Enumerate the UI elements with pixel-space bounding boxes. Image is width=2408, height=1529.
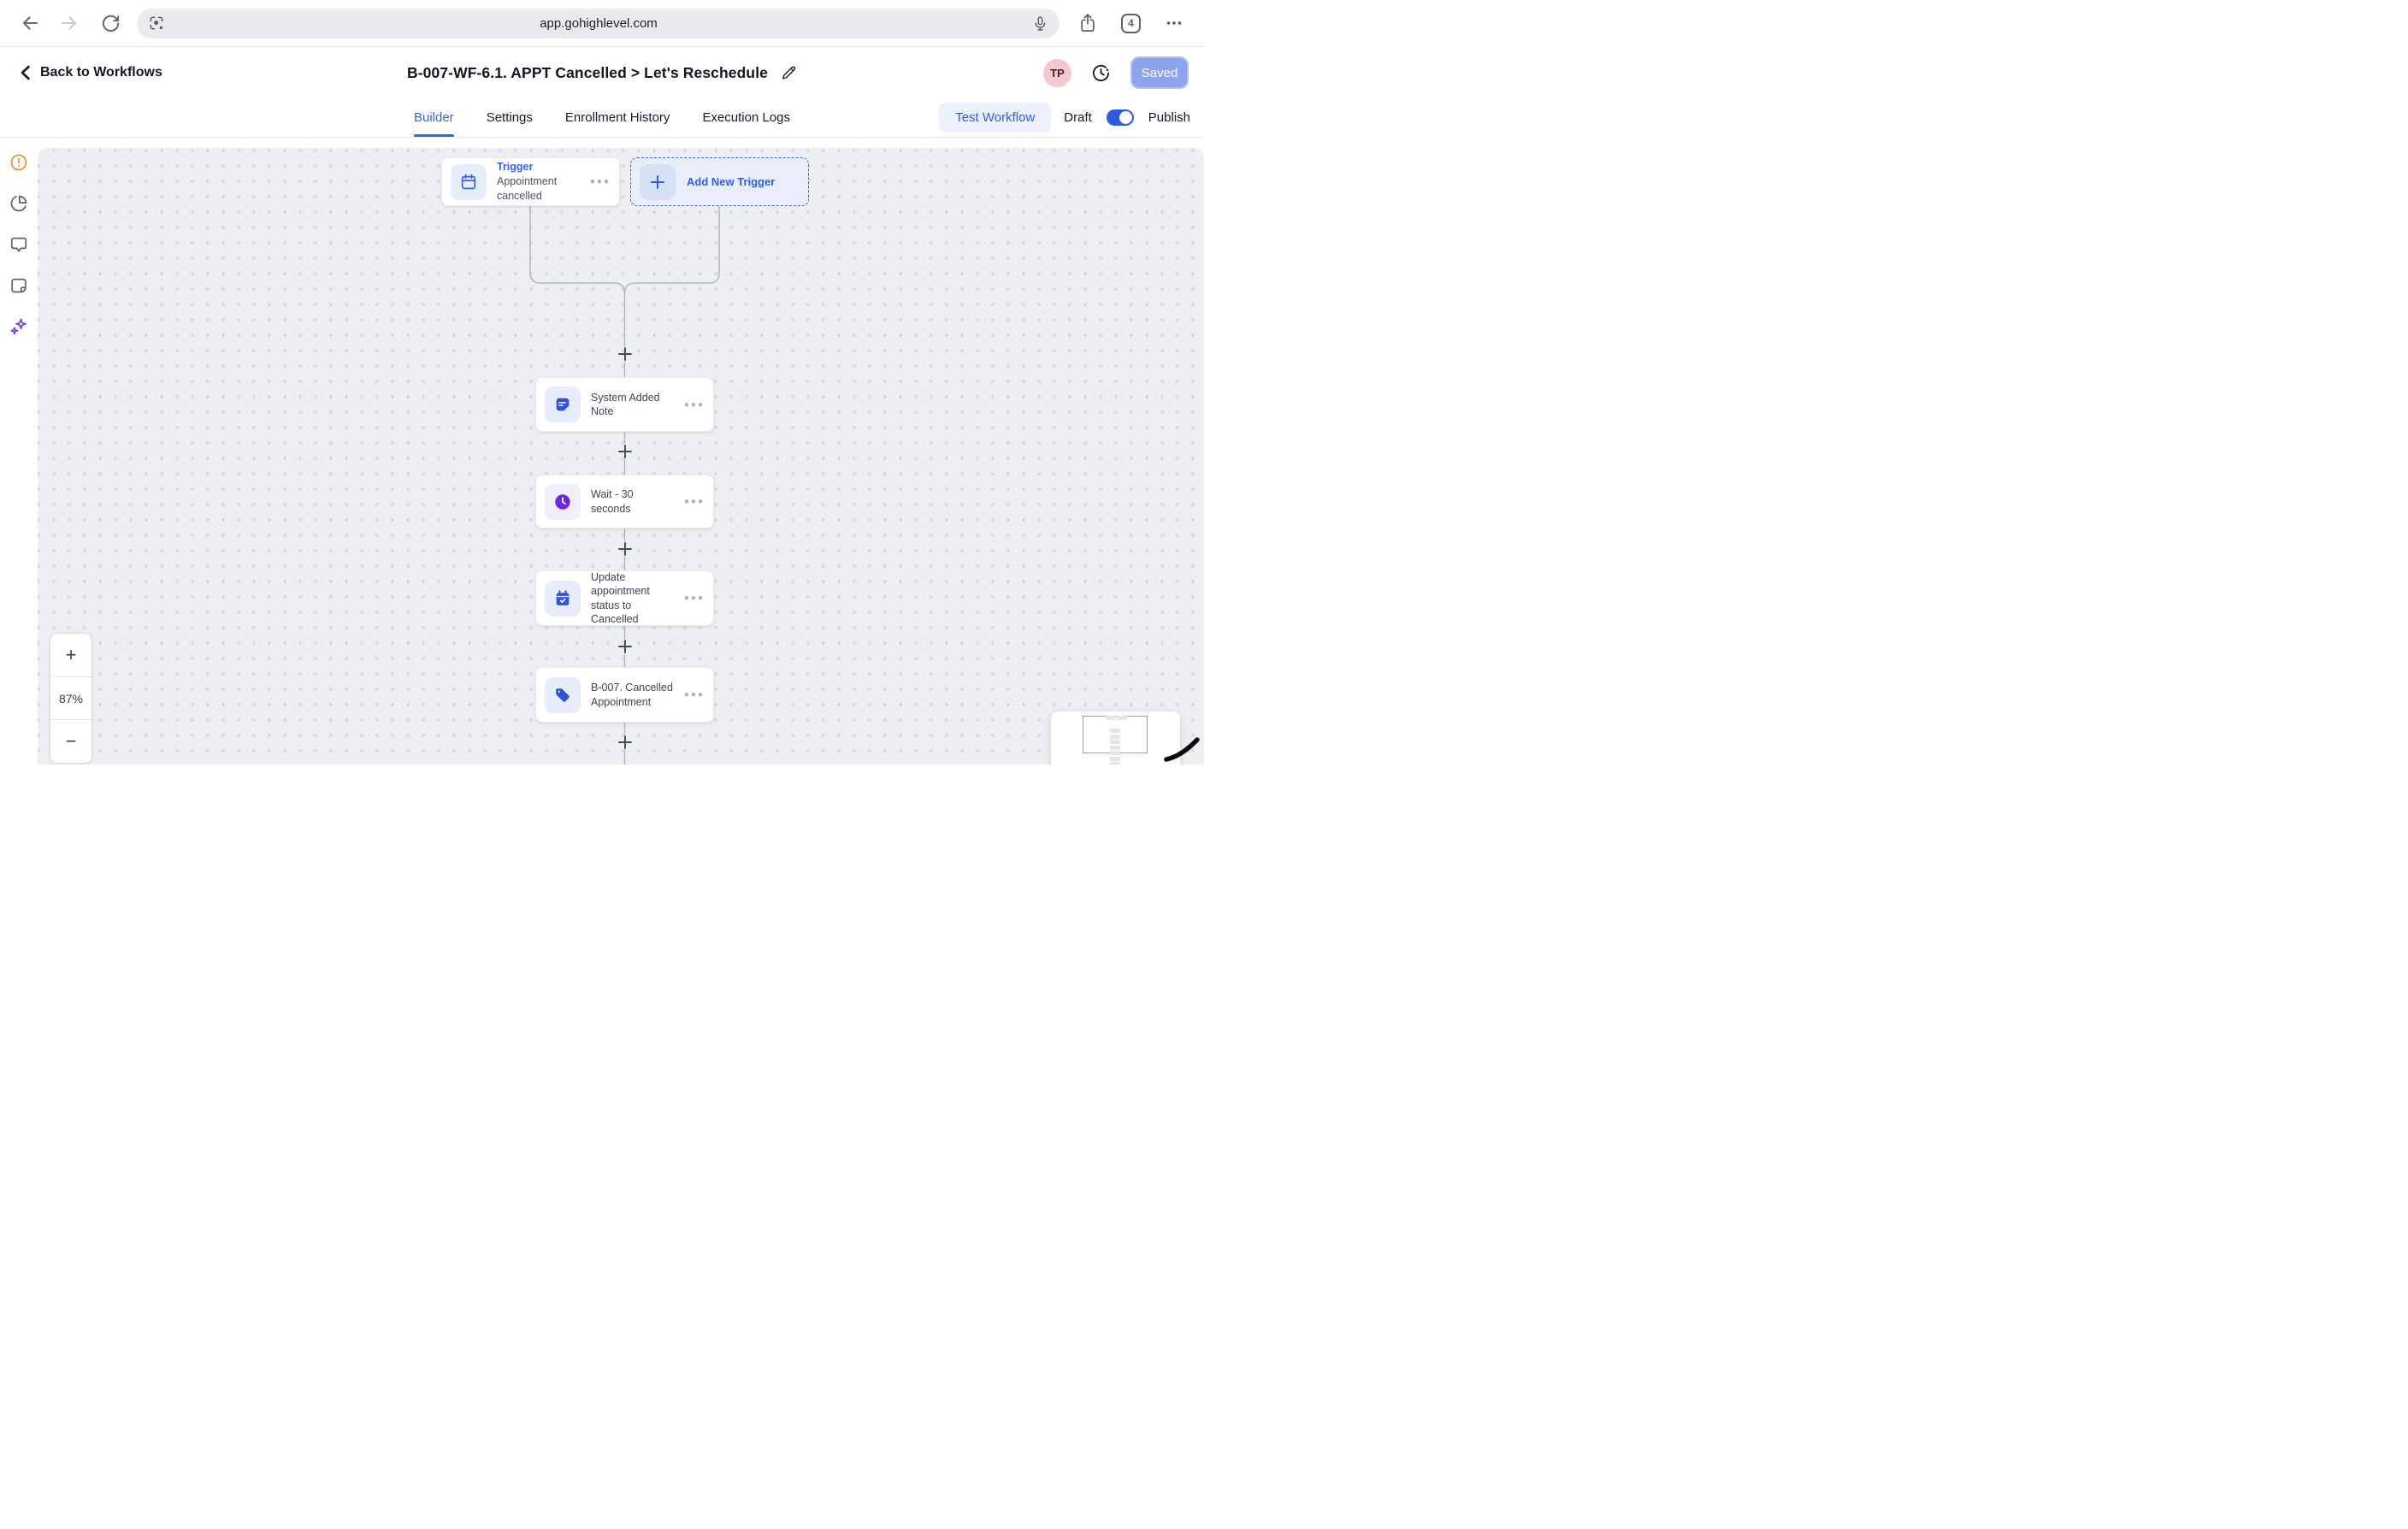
action-node-update-appointment[interactable]: Update appointment status to Cancelled ●… bbox=[535, 570, 714, 626]
zoom-level: 87% bbox=[50, 676, 91, 720]
node-menu-button[interactable]: ●●● bbox=[684, 400, 705, 410]
calendar-check-icon bbox=[545, 581, 581, 617]
node-menu-button[interactable]: ●●● bbox=[684, 593, 705, 603]
avatar[interactable]: TP bbox=[1043, 59, 1071, 87]
zoom-in-button[interactable]: + bbox=[50, 634, 91, 676]
publish-label: Publish bbox=[1148, 110, 1190, 125]
tab-settings[interactable]: Settings bbox=[487, 98, 533, 137]
browser-toolbar: app.gohighlevel.com 4 bbox=[0, 0, 1204, 47]
saved-label: Saved bbox=[1142, 66, 1178, 80]
builder-workspace: Trigger Appointment cancelled ●●● Add Ne… bbox=[0, 139, 1204, 764]
add-new-trigger-button[interactable]: Add New Trigger bbox=[630, 157, 809, 206]
minimap-node bbox=[1110, 729, 1120, 733]
node-label: B-007. Cancelled Appointment bbox=[591, 681, 674, 709]
node-menu-button[interactable]: ●●● bbox=[590, 177, 611, 186]
draft-label: Draft bbox=[1064, 110, 1092, 125]
trigger-node[interactable]: Trigger Appointment cancelled ●●● bbox=[441, 157, 620, 206]
node-menu-button[interactable]: ●●● bbox=[684, 497, 705, 506]
tab-enrollment-history[interactable]: Enrollment History bbox=[565, 98, 670, 137]
microphone-icon[interactable] bbox=[1032, 15, 1048, 32]
browser-forward-button[interactable] bbox=[55, 9, 84, 38]
minimap-node bbox=[1110, 762, 1120, 764]
action-node-wait[interactable]: Wait - 30 seconds ●●● bbox=[535, 475, 714, 528]
tab-builder[interactable]: Builder bbox=[414, 98, 454, 137]
node-label: Update appointment status to Cancelled bbox=[591, 570, 674, 627]
action-node-system-added-note[interactable]: System Added Note ●●● bbox=[535, 377, 714, 432]
minimap-node bbox=[1110, 757, 1120, 761]
add-new-trigger-label: Add New Trigger bbox=[687, 175, 775, 188]
minimap-node bbox=[1110, 751, 1120, 755]
workflow-canvas[interactable]: Trigger Appointment cancelled ●●● Add Ne… bbox=[38, 148, 1204, 764]
minimap-node bbox=[1106, 716, 1116, 720]
zoom-out-button[interactable]: − bbox=[50, 719, 91, 763]
tab-counter-button[interactable]: 4 bbox=[1121, 14, 1141, 33]
trigger-node-subtitle: Appointment cancelled bbox=[497, 174, 580, 204]
workflow-title: B-007-WF-6.1. APPT Cancelled > Let's Res… bbox=[407, 64, 768, 82]
add-step-button[interactable] bbox=[617, 542, 632, 557]
publish-toggle[interactable] bbox=[1107, 109, 1134, 126]
back-to-workflows-link[interactable]: Back to Workflows bbox=[19, 65, 162, 80]
avatar-initials: TP bbox=[1050, 67, 1065, 80]
tab-count: 4 bbox=[1128, 17, 1134, 29]
add-step-button[interactable] bbox=[617, 445, 632, 459]
minimap-node bbox=[1110, 746, 1120, 750]
node-label: Wait - 30 seconds bbox=[591, 487, 674, 516]
add-step-button[interactable] bbox=[617, 735, 632, 750]
version-history-icon[interactable] bbox=[1091, 63, 1111, 83]
lens-search-icon bbox=[148, 15, 165, 32]
tag-icon bbox=[545, 677, 581, 713]
add-step-button[interactable] bbox=[617, 640, 632, 654]
calendar-icon bbox=[451, 164, 487, 200]
node-menu-button[interactable]: ●●● bbox=[684, 690, 705, 700]
test-workflow-button[interactable]: Test Workflow bbox=[939, 103, 1051, 133]
back-arrow-icon bbox=[20, 13, 40, 33]
minimap-node bbox=[1110, 740, 1120, 744]
browser-back-button[interactable] bbox=[15, 9, 44, 38]
url-text: app.gohighlevel.com bbox=[165, 16, 1032, 31]
minimap-node bbox=[1110, 735, 1120, 739]
wait-clock-icon bbox=[545, 484, 581, 520]
browser-menu-icon[interactable] bbox=[1165, 14, 1183, 32]
back-label: Back to Workflows bbox=[40, 65, 162, 80]
trigger-node-title: Trigger bbox=[497, 160, 580, 174]
node-label: System Added Note bbox=[591, 391, 674, 419]
note-icon[interactable] bbox=[9, 276, 28, 295]
note-action-icon bbox=[545, 387, 581, 422]
plus-icon bbox=[640, 164, 676, 200]
zoom-controls: + 87% − bbox=[50, 633, 92, 764]
saved-button[interactable]: Saved bbox=[1130, 56, 1189, 89]
toggle-knob bbox=[1119, 111, 1132, 124]
pie-chart-icon[interactable] bbox=[9, 194, 28, 213]
workflow-tabs-bar: Builder Settings Enrollment History Exec… bbox=[0, 98, 1204, 138]
address-bar[interactable]: app.gohighlevel.com bbox=[137, 9, 1059, 38]
minimap-node bbox=[1117, 716, 1127, 720]
action-node-b007-tag[interactable]: B-007. Cancelled Appointment ●●● bbox=[535, 667, 714, 723]
ai-sparkles-icon[interactable] bbox=[9, 317, 28, 336]
share-icon[interactable] bbox=[1078, 13, 1097, 33]
edit-pencil-icon[interactable] bbox=[781, 65, 797, 81]
workflow-header: Back to Workflows B-007-WF-6.1. APPT Can… bbox=[0, 47, 1204, 98]
alert-icon[interactable] bbox=[9, 153, 28, 172]
builder-sidebar bbox=[0, 139, 38, 764]
chat-icon[interactable] bbox=[9, 235, 28, 254]
browser-reload-button[interactable] bbox=[96, 9, 125, 38]
add-step-button[interactable] bbox=[617, 347, 632, 362]
reload-icon bbox=[101, 14, 121, 33]
chevron-left-icon bbox=[19, 65, 32, 80]
tab-execution-logs[interactable]: Execution Logs bbox=[702, 98, 790, 137]
forward-arrow-icon bbox=[59, 13, 80, 33]
pen-stroke-annotation bbox=[1161, 730, 1202, 764]
